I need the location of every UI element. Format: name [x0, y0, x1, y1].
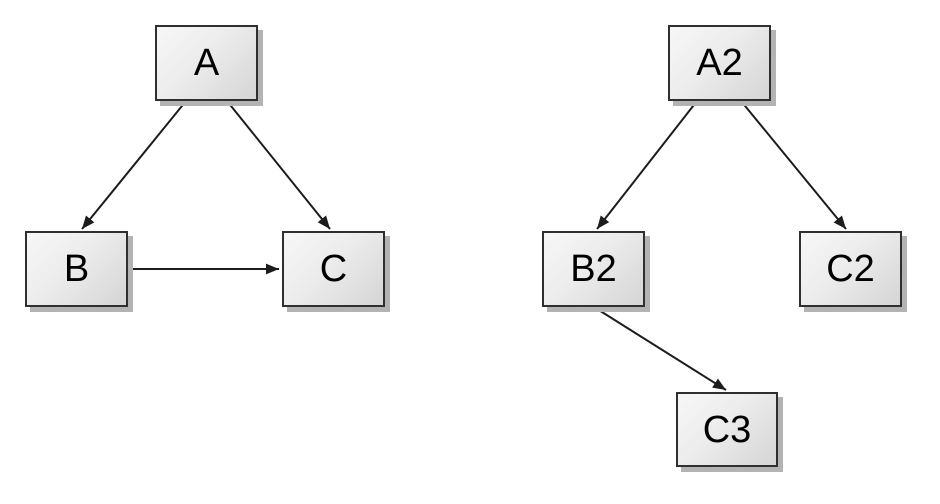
node-C[interactable]: C — [282, 231, 385, 307]
edge-B2-C3[interactable] — [593, 306, 727, 391]
node-B[interactable]: B — [25, 231, 128, 307]
node-C2[interactable]: C2 — [799, 231, 902, 307]
edge-A2-B2[interactable] — [596, 100, 698, 230]
node-label: B — [63, 248, 90, 290]
edge-A-B[interactable] — [81, 100, 187, 230]
node-A2[interactable]: A2 — [668, 25, 771, 101]
node-C3[interactable]: C3 — [676, 392, 778, 467]
node-label: B2 — [570, 248, 617, 290]
node-label: A — [193, 42, 220, 84]
node-label: C — [319, 248, 348, 290]
node-label: C3 — [702, 408, 752, 451]
edge-A2-C2[interactable] — [740, 100, 847, 230]
node-label: C2 — [826, 248, 875, 290]
node-B2[interactable]: B2 — [542, 231, 645, 307]
node-A[interactable]: A — [155, 25, 258, 101]
edge-A-C[interactable] — [226, 100, 331, 230]
node-label: A2 — [696, 42, 743, 84]
